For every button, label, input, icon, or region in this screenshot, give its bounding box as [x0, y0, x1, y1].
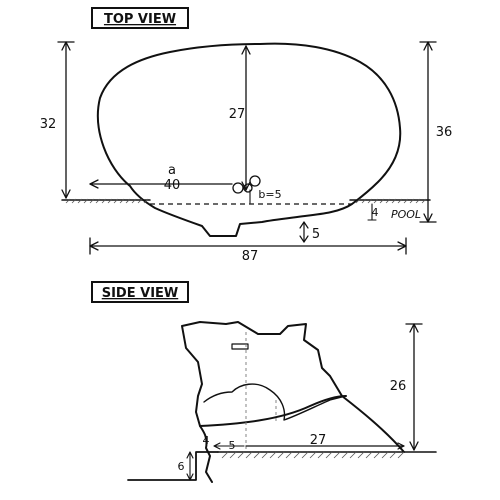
side-view-title-box: [91, 281, 189, 303]
dim-side-27-label: 27: [310, 433, 327, 448]
dim-left-height-label: 32: [40, 117, 57, 132]
dim-a-letter-label: a: [168, 163, 176, 178]
feature-circle-1: [232, 182, 244, 194]
dim-side-6-label: 6: [178, 460, 185, 473]
dim-center-height-label: 27: [229, 107, 246, 122]
top-view: TOP VIEW 32: [40, 7, 453, 264]
pool-wall-step: [127, 451, 219, 481]
dim-b-label: b=5: [258, 188, 281, 201]
dim-side-5-label: 5: [229, 439, 236, 452]
feature-circle-3: [243, 183, 253, 193]
ground-hatch-right: [355, 198, 427, 204]
feature-circle-2: [249, 175, 261, 187]
rock-inner-contour: [203, 383, 347, 421]
dim-step-label: 5: [312, 227, 320, 242]
dim-pool-offset-label: 4: [372, 206, 379, 219]
pool-label: POOL: [391, 208, 421, 221]
ground-hatch-side: [221, 451, 405, 459]
dim-total-width-label: 87: [242, 249, 259, 264]
dim-right-height-label: 36: [436, 125, 453, 140]
ground-hatch-left: [65, 198, 149, 204]
dim-side-height-label: 26: [390, 379, 407, 394]
side-view-title: SIDE VIEW: [102, 286, 179, 301]
top-view-title: TOP VIEW: [104, 12, 176, 27]
rock-outline-top: [96, 42, 402, 237]
dim-side-4-label: 4: [203, 434, 210, 447]
rock-outline-side: [181, 321, 405, 483]
rock-base-curve: [199, 395, 347, 427]
lid-slot: [231, 343, 249, 350]
dim-a-value-label: 40: [164, 178, 181, 193]
side-view: SIDE VIEW: [91, 281, 437, 483]
top-view-title-box: [91, 7, 189, 29]
